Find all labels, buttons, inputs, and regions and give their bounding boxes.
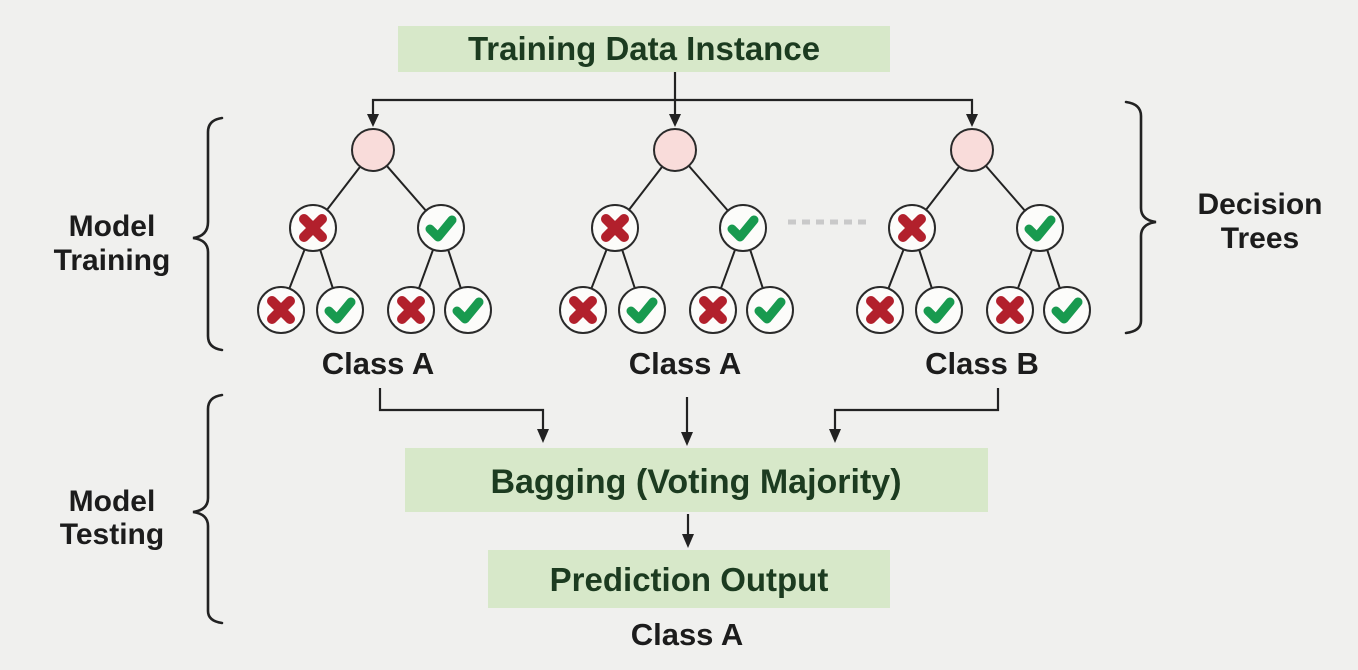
check-icon <box>425 215 457 242</box>
decision-trees-label-line1: Decision <box>1197 188 1322 221</box>
cross-icon <box>267 296 295 324</box>
model-testing-brace <box>192 393 224 625</box>
root-node <box>950 128 994 172</box>
cross-icon <box>866 296 894 324</box>
arrowhead-tree1-bagging <box>537 429 549 443</box>
tree1-class-label: Class A <box>322 346 435 381</box>
bagging-box <box>405 448 988 512</box>
arrowhead-prediction <box>682 534 694 548</box>
decision-trees-brace <box>1124 100 1157 335</box>
cross-icon <box>299 214 327 242</box>
connector-top-branch <box>371 98 974 116</box>
cross-icon <box>699 296 727 324</box>
root-node <box>351 128 395 172</box>
prediction-output-box <box>488 550 890 608</box>
model-testing-label-line2: Testing <box>60 518 164 551</box>
cross-icon <box>397 296 425 324</box>
arrowhead-right-root <box>966 114 978 127</box>
model-training-label-line1: Model <box>69 210 156 243</box>
check-icon <box>923 297 955 324</box>
check-icon <box>754 297 786 324</box>
cross-icon <box>601 214 629 242</box>
model-testing-label-line1: Model <box>69 485 156 518</box>
check-icon <box>626 297 658 324</box>
training-data-box-label: Training Data Instance <box>468 30 820 67</box>
cross-icon <box>996 296 1024 324</box>
trees-layer <box>257 128 1091 334</box>
model-training-label-line2: Training <box>54 244 171 277</box>
cross-icon <box>569 296 597 324</box>
decision-tree <box>559 128 794 334</box>
check-icon <box>324 297 356 324</box>
decision-tree <box>856 128 1091 334</box>
arrowhead-middle-root <box>669 114 681 127</box>
model-training-brace <box>192 116 224 352</box>
tree2-class-label: Class A <box>629 346 742 381</box>
arrowhead-left-root <box>367 114 379 127</box>
check-icon <box>452 297 484 324</box>
arrow-tree1-to-bagging <box>378 388 545 431</box>
check-icon <box>1024 215 1056 242</box>
arrowhead-tree2-bagging <box>681 432 693 446</box>
final-prediction-label: Class A <box>631 617 744 652</box>
training-data-box <box>398 26 890 72</box>
arrowhead-tree3-bagging <box>829 429 841 443</box>
bagging-box-label: Bagging (Voting Majority) <box>490 463 901 501</box>
check-icon <box>1051 297 1083 324</box>
tree3-class-label: Class B <box>925 346 1039 381</box>
root-node <box>653 128 697 172</box>
cross-icon <box>898 214 926 242</box>
check-icon <box>727 215 759 242</box>
prediction-output-box-label: Prediction Output <box>550 561 829 598</box>
decision-tree <box>257 128 492 334</box>
arrow-tree3-to-bagging <box>833 388 1000 431</box>
decision-trees-label-line2: Trees <box>1221 222 1299 255</box>
